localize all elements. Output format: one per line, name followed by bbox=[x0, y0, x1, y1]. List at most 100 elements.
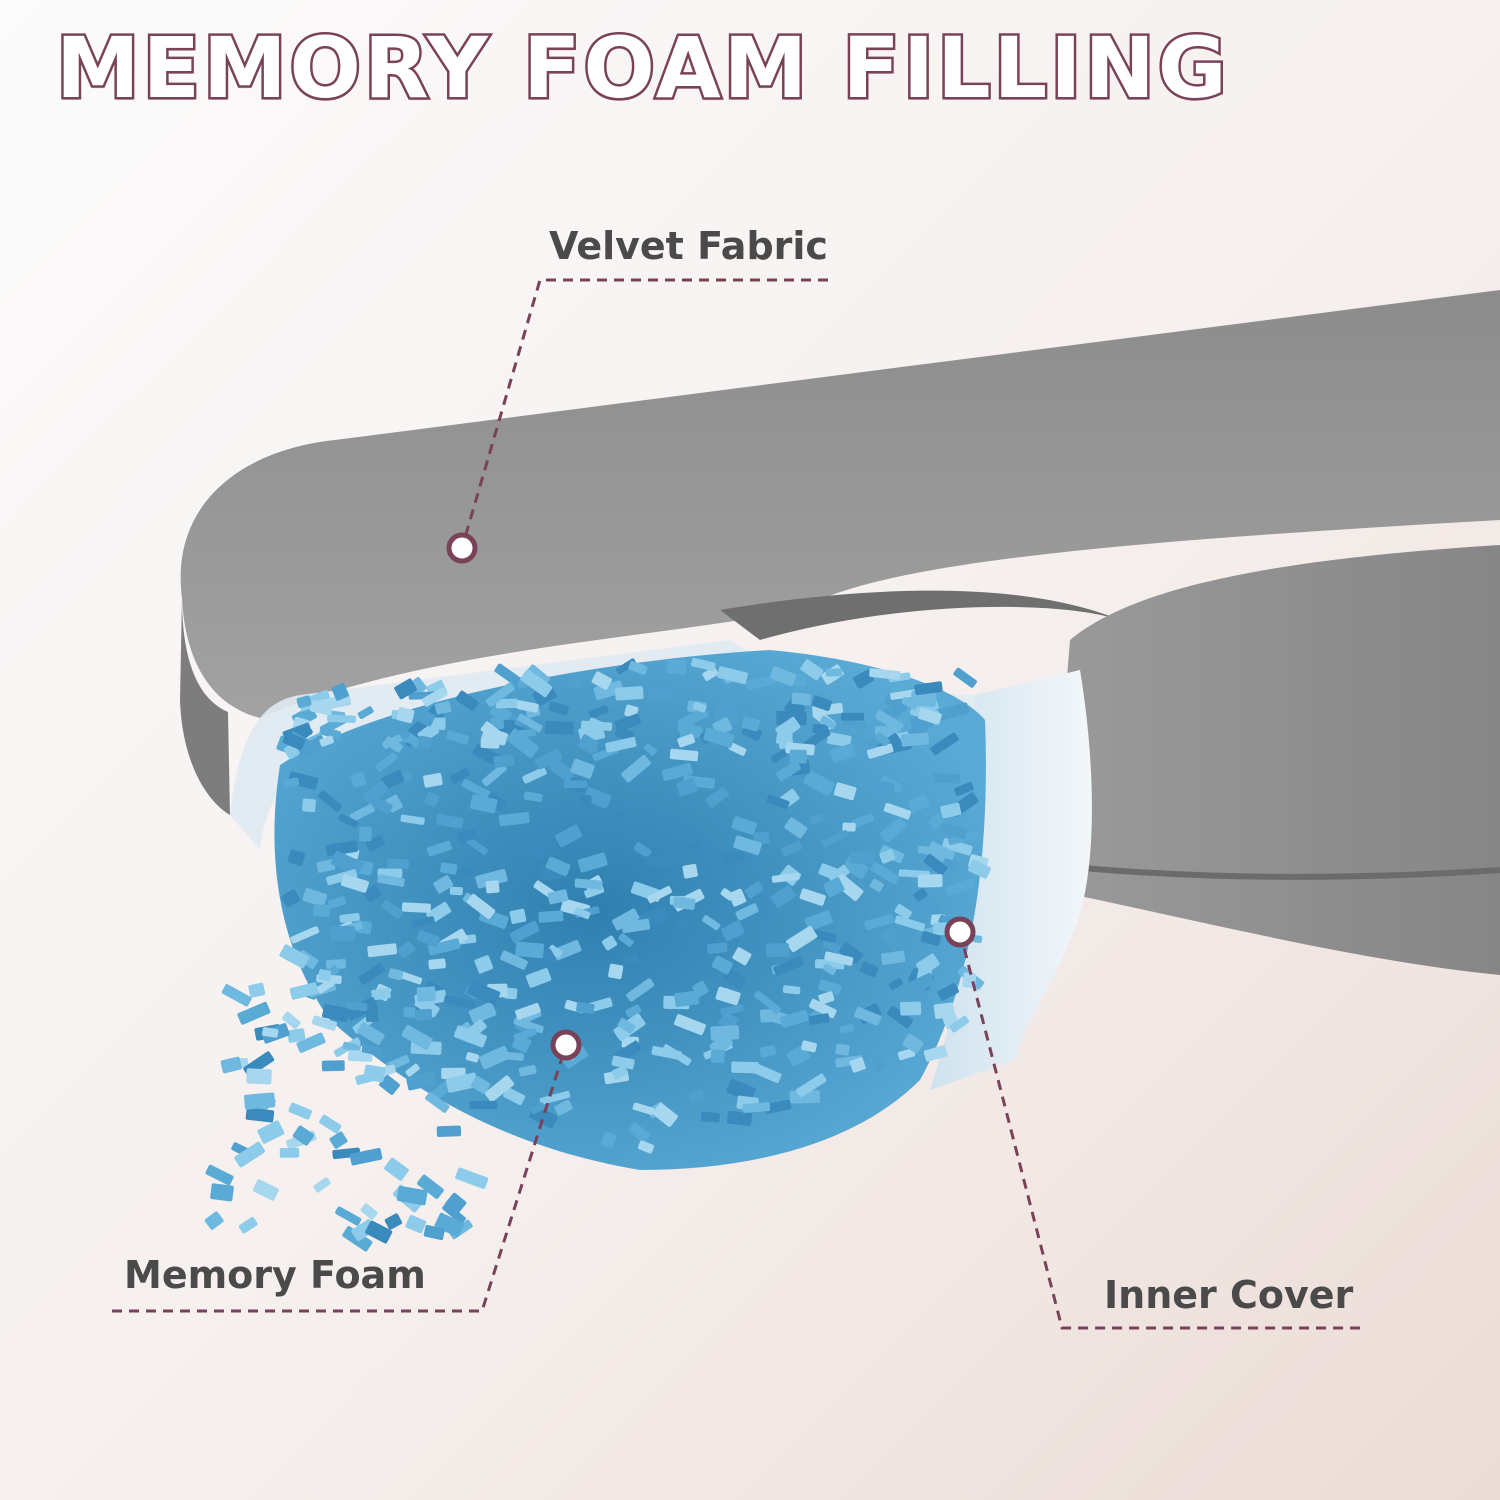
foam-particle bbox=[617, 1018, 636, 1034]
foam-particle bbox=[493, 754, 515, 768]
foam-particle bbox=[405, 1063, 420, 1077]
foam-particle bbox=[554, 1099, 573, 1116]
foam-particle bbox=[316, 859, 336, 873]
foam-particle bbox=[626, 978, 655, 1002]
foam-particle bbox=[849, 852, 875, 864]
foam-particle bbox=[371, 987, 391, 1001]
foam-particle bbox=[715, 986, 741, 1006]
foam-particle bbox=[365, 835, 385, 852]
foam-particle bbox=[825, 1068, 857, 1082]
foam-particle bbox=[676, 777, 698, 797]
foam-particle bbox=[427, 938, 461, 956]
foam-particle bbox=[732, 947, 752, 966]
foam-particle bbox=[443, 995, 475, 1009]
foam-particle bbox=[894, 904, 912, 920]
foam-particle bbox=[866, 743, 894, 759]
foam-particle bbox=[633, 842, 652, 858]
foam-particle bbox=[424, 792, 440, 808]
foam-particle bbox=[703, 727, 735, 748]
foam-particle bbox=[436, 1125, 462, 1137]
foam-particle bbox=[859, 961, 879, 978]
foam-particle bbox=[362, 884, 382, 903]
foam-particle bbox=[423, 1224, 445, 1241]
foam-particle bbox=[733, 835, 762, 855]
foam-particle bbox=[311, 1015, 338, 1031]
foam-particle bbox=[479, 1045, 511, 1070]
foam-particle bbox=[710, 1025, 740, 1041]
foam-particle bbox=[824, 951, 854, 966]
foam-particle bbox=[913, 888, 928, 902]
foam-particle bbox=[942, 858, 959, 872]
memory-foam-leader bbox=[112, 1044, 568, 1313]
foam-particle bbox=[612, 908, 640, 931]
foam-particle bbox=[319, 726, 342, 740]
foam-particle bbox=[500, 950, 528, 970]
foam-particle bbox=[894, 915, 926, 932]
foam-particle bbox=[518, 1064, 537, 1077]
foam-particle bbox=[548, 701, 569, 716]
foam-particle bbox=[296, 695, 312, 709]
foam-particle bbox=[771, 872, 800, 883]
foam-particle bbox=[204, 1211, 224, 1230]
foam-particles bbox=[204, 657, 991, 1252]
foam-particle bbox=[574, 907, 591, 920]
foam-particle bbox=[309, 700, 334, 716]
foam-particle bbox=[547, 944, 563, 958]
foam-particle bbox=[365, 1220, 393, 1244]
foam-particle bbox=[835, 1043, 850, 1056]
foam-particle bbox=[849, 1057, 866, 1073]
foam-particle bbox=[357, 1022, 385, 1045]
foam-particle bbox=[396, 1185, 428, 1206]
foam-particle bbox=[928, 812, 945, 829]
foam-particle bbox=[316, 978, 335, 994]
pillow bbox=[180, 290, 1500, 975]
pillow-hole-rim bbox=[720, 590, 1120, 640]
foam-particle bbox=[902, 1033, 924, 1054]
foam-particle bbox=[615, 686, 644, 701]
foam-particle bbox=[245, 1107, 275, 1123]
foam-particle bbox=[618, 933, 634, 948]
foam-particle bbox=[405, 1214, 427, 1234]
foam-particle bbox=[394, 678, 417, 700]
foam-particle bbox=[525, 837, 557, 864]
foam-particle bbox=[401, 1024, 433, 1050]
foam-particle bbox=[890, 689, 916, 700]
foam-particle bbox=[647, 886, 672, 904]
foam-particle bbox=[742, 1102, 771, 1113]
foam-particle bbox=[804, 910, 833, 931]
foam-particle bbox=[949, 1015, 970, 1033]
foam-particle bbox=[504, 987, 518, 1000]
foam-particle bbox=[661, 763, 693, 781]
foam-particle bbox=[884, 705, 902, 719]
foam-particle bbox=[672, 916, 691, 931]
foam-particle bbox=[741, 716, 760, 732]
foam-particle bbox=[489, 703, 512, 723]
foam-particle bbox=[722, 850, 745, 866]
foam-particle bbox=[711, 955, 733, 975]
foam-particle bbox=[428, 958, 446, 970]
foam-particle bbox=[601, 1131, 617, 1148]
foam-particle bbox=[780, 1009, 809, 1028]
foam-particle bbox=[834, 873, 864, 901]
foam-particle bbox=[346, 736, 366, 755]
foam-particle bbox=[509, 908, 527, 924]
foam-particle bbox=[775, 730, 793, 746]
foam-particle bbox=[765, 943, 790, 958]
foam-particle bbox=[382, 734, 402, 749]
foam-particle bbox=[811, 929, 837, 943]
foam-particle bbox=[330, 851, 364, 876]
foam-particle bbox=[503, 1087, 526, 1106]
foam-particle bbox=[588, 705, 609, 719]
foam-particle bbox=[953, 667, 977, 688]
foam-particle bbox=[515, 941, 545, 959]
foam-particle bbox=[702, 666, 719, 681]
foam-particle bbox=[773, 956, 804, 976]
foam-particle bbox=[623, 953, 639, 966]
foam-particle bbox=[579, 795, 592, 807]
foam-particle bbox=[682, 863, 698, 879]
foam-particle bbox=[799, 888, 826, 906]
foam-particle bbox=[647, 687, 674, 702]
foam-particle bbox=[444, 1192, 467, 1214]
foam-particle bbox=[900, 732, 930, 747]
foam-particle bbox=[210, 1183, 234, 1202]
